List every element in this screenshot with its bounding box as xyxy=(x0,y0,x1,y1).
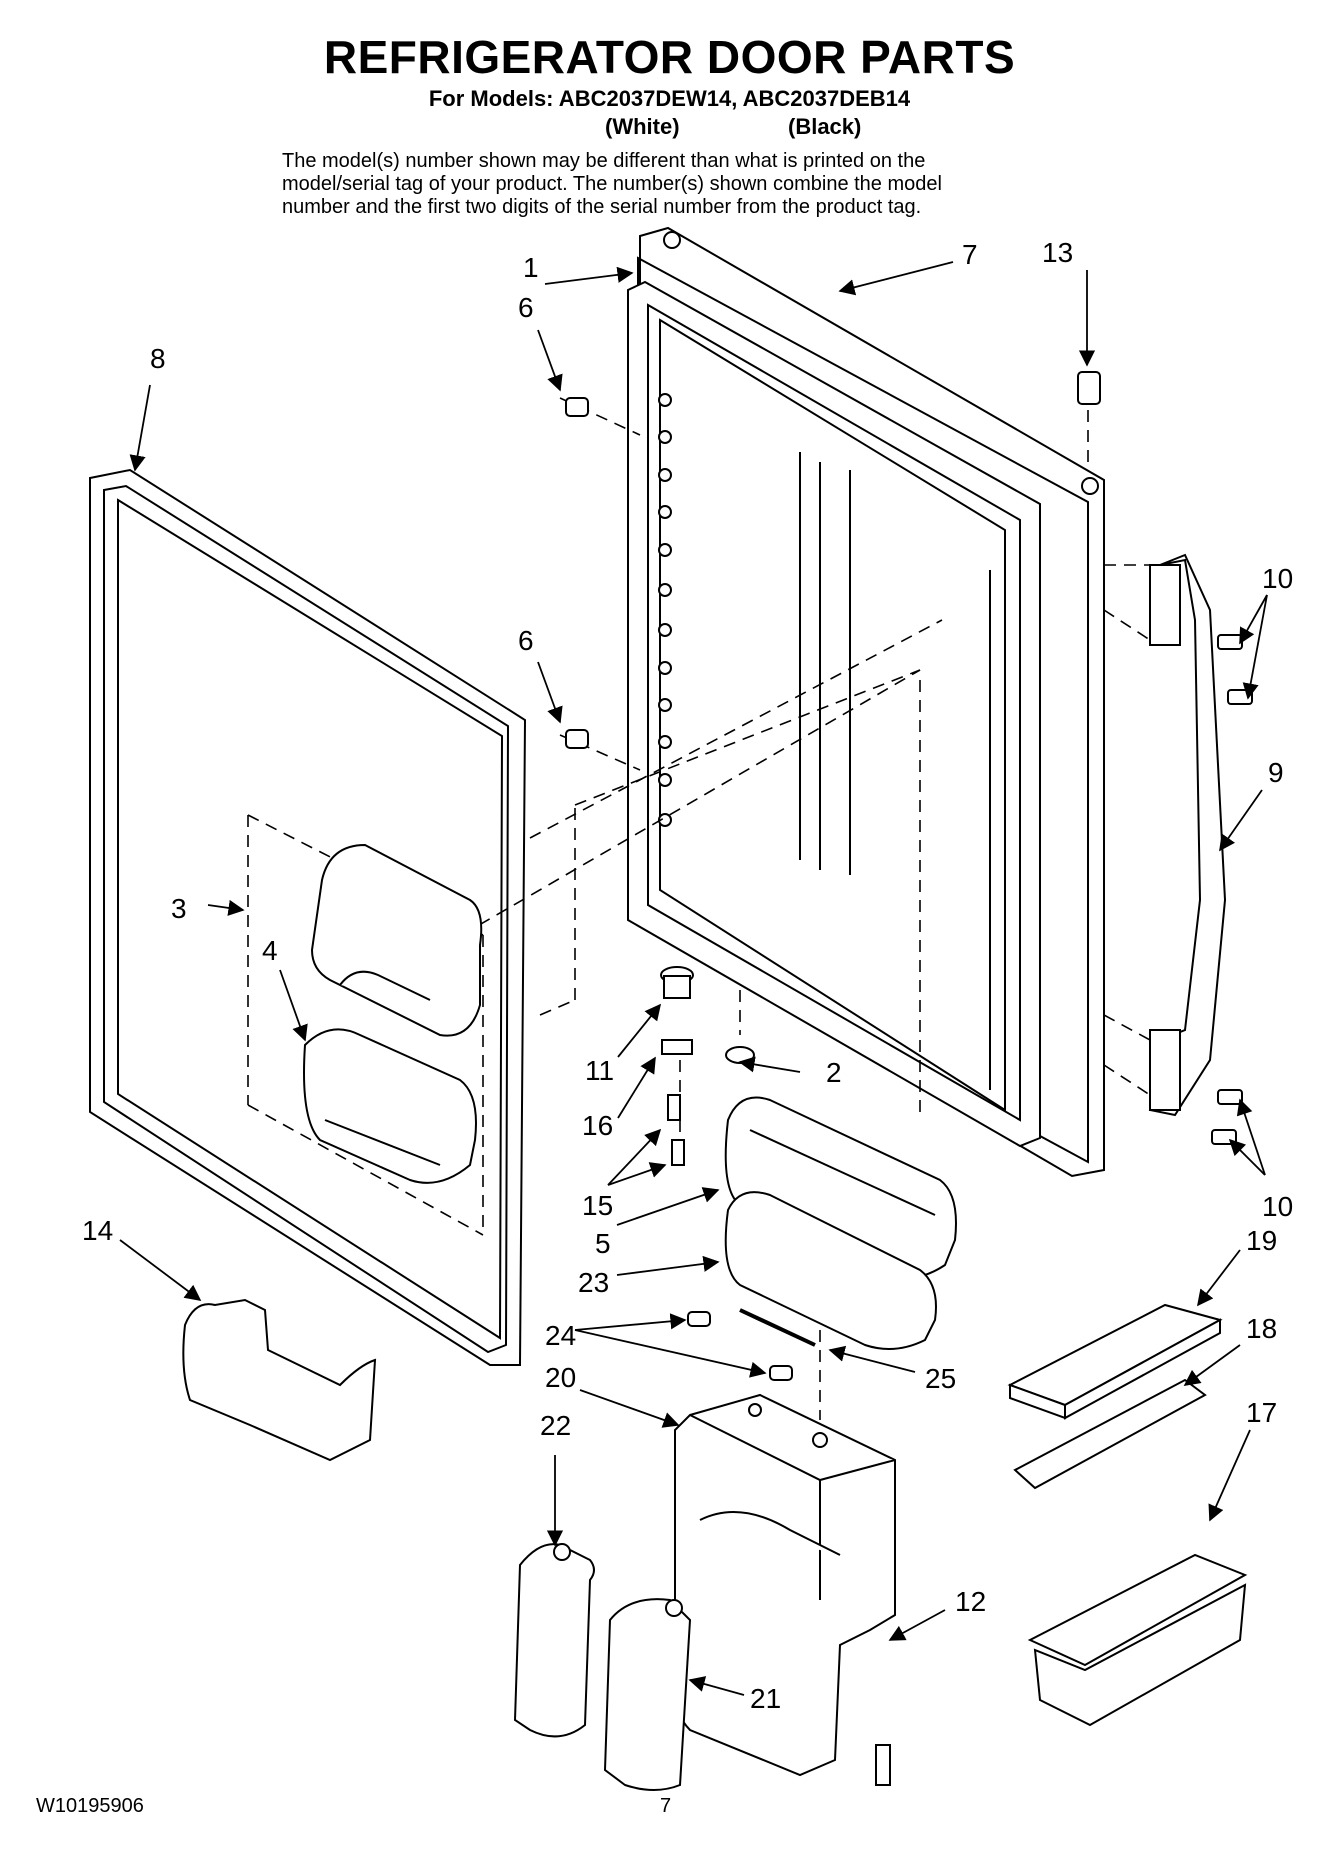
callout-11: 11 xyxy=(585,1055,614,1086)
callout-16: 16 xyxy=(582,1110,613,1141)
door-bins xyxy=(724,1096,957,1350)
callout-22: 22 xyxy=(540,1410,571,1441)
dispenser-cover xyxy=(310,843,483,1037)
callout-9: 9 xyxy=(1268,757,1284,788)
callout-14: 14 xyxy=(82,1215,113,1246)
assembly-lines xyxy=(247,397,1151,1420)
callout-7: 7 xyxy=(962,239,978,270)
callout-arrows xyxy=(119,261,1268,1696)
callout-19: 19 xyxy=(1246,1225,1277,1256)
variant-black-label: (Black) xyxy=(788,114,862,139)
page-title: REFRIGERATOR DOOR PARTS xyxy=(323,31,1016,83)
callout-25: 25 xyxy=(925,1363,956,1394)
callout-10-lower: 10 xyxy=(1262,1191,1293,1222)
small-hardware xyxy=(565,371,1253,1786)
note-line-3: number and the first two digits of the s… xyxy=(282,196,922,218)
callout-8: 8 xyxy=(150,343,166,374)
callout-1: 1 xyxy=(523,252,539,283)
callout-6-upper: 6 xyxy=(518,292,534,323)
note-line-2: model/serial tag of your product. The nu… xyxy=(282,173,942,195)
callout-5: 5 xyxy=(595,1228,611,1259)
model-number-note: The model(s) number shown may be differe… xyxy=(282,150,1142,219)
bin-end-caps xyxy=(513,1543,692,1791)
callout-4: 4 xyxy=(262,935,278,966)
callout-20: 20 xyxy=(545,1362,576,1393)
variant-white-label: (White) xyxy=(605,114,680,139)
callout-13: 13 xyxy=(1042,237,1073,268)
inner-door-liner xyxy=(627,226,1105,1178)
callout-15: 15 xyxy=(582,1190,613,1221)
callout-24: 24 xyxy=(545,1320,576,1351)
callout-2: 2 xyxy=(826,1057,842,1088)
callout-17: 17 xyxy=(1246,1397,1277,1428)
callout-6-lower: 6 xyxy=(518,625,534,656)
callout-23: 23 xyxy=(578,1267,609,1298)
dispenser-tray xyxy=(303,1028,477,1184)
storage-accessories xyxy=(1007,1303,1248,1727)
page-number: 7 xyxy=(660,1795,672,1817)
callout-18: 18 xyxy=(1246,1313,1277,1344)
note-line-1: The model(s) number shown may be differe… xyxy=(282,150,926,172)
models-line: For Models: ABC2037DEW14, ABC2037DEB14 xyxy=(428,86,911,111)
door-handle xyxy=(1148,553,1227,1117)
callout-3: 3 xyxy=(171,893,187,924)
callout-12: 12 xyxy=(955,1586,986,1617)
callout-10-upper: 10 xyxy=(1262,563,1293,594)
callout-21: 21 xyxy=(750,1683,781,1714)
lower-bin-assembly xyxy=(674,1393,896,1777)
document-number: W10195906 xyxy=(36,1795,144,1817)
side-shelf-bin xyxy=(182,1298,377,1462)
